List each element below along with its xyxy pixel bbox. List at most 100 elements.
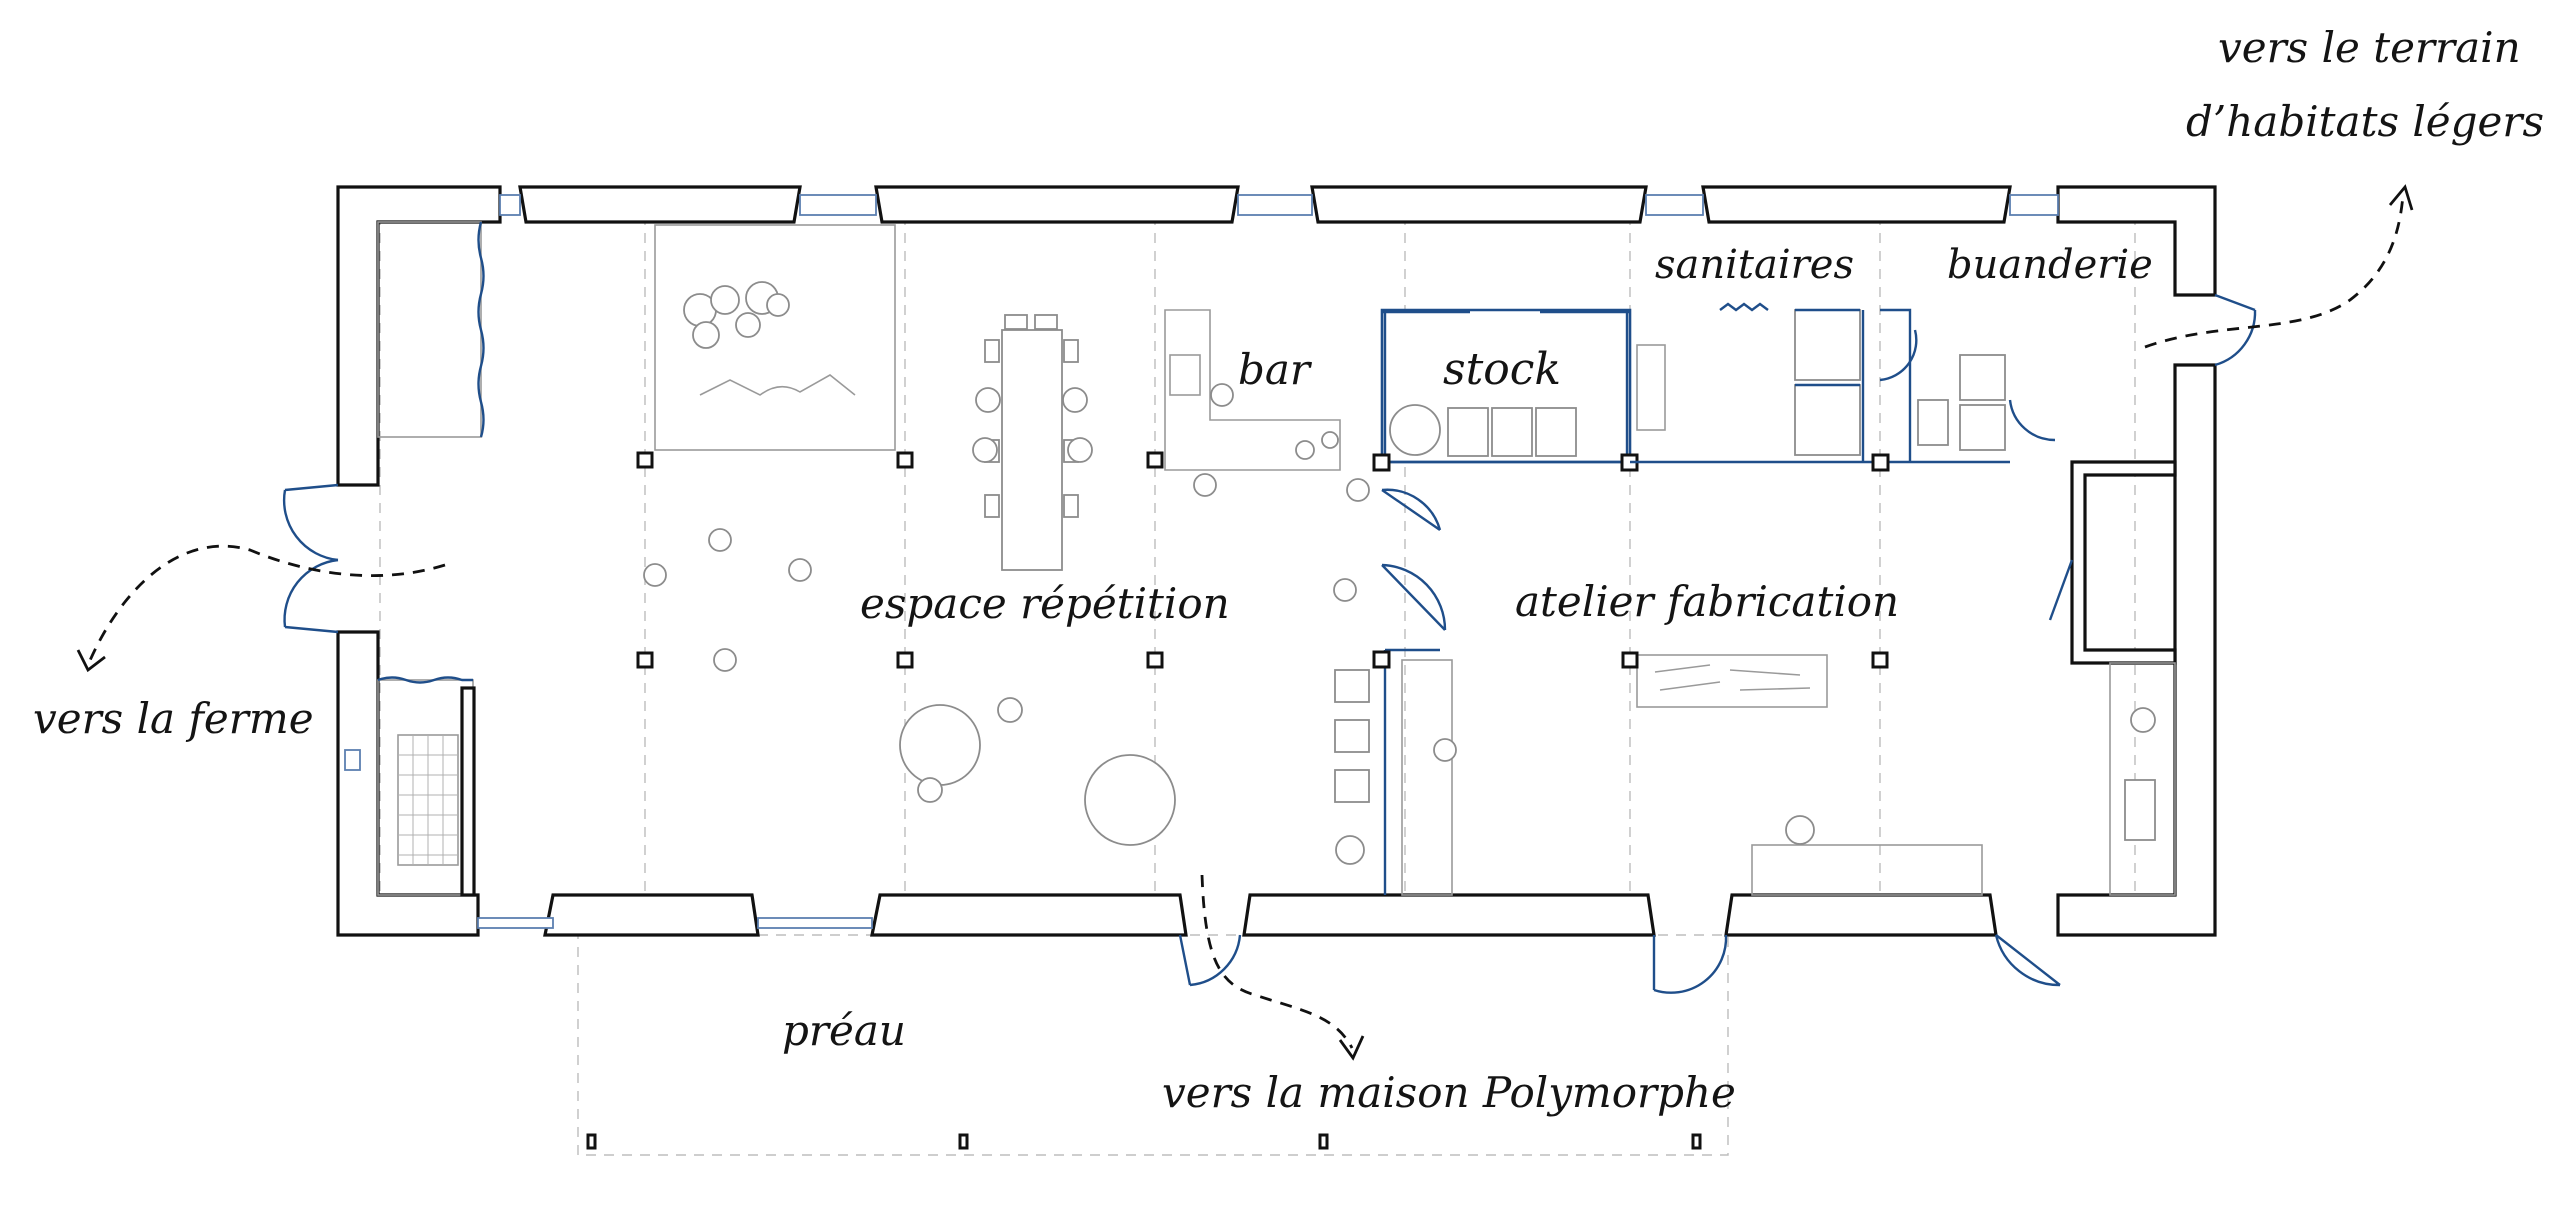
wall-segment [543,893,760,937]
east-block [2048,460,2177,896]
person [1785,815,1815,845]
room-label-bar: bar [1238,345,1313,394]
arrow-path-ferme [86,544,446,666]
sink [1169,354,1201,396]
cable [699,374,856,396]
curtain [477,221,485,438]
stool [1334,719,1370,753]
structural-grid [379,215,2136,895]
crate [1535,407,1577,457]
west-frames [377,221,485,897]
bar-counter [1164,309,1341,471]
person [788,558,812,582]
low-wall [460,686,476,897]
barrel [1389,404,1441,456]
doors [282,293,2257,994]
door-south-3 [1994,934,2061,987]
door-west-lower [283,558,339,634]
door-sanitaire [1879,329,1918,382]
wall-northeast [2056,185,2217,297]
person [1210,383,1234,407]
closet-door [2048,559,2074,621]
wall-southwest [336,630,480,937]
room-label-buanderie: buanderie [1947,242,2153,288]
wall-segment [1701,185,2012,224]
direction-label-ferme: vers la ferme [33,694,314,743]
curtain [377,676,473,684]
kitchen-counter [2109,662,2176,896]
long-table [1001,329,1063,571]
door-south-1 [1178,934,1242,987]
person [997,697,1023,723]
atelier-furniture [1334,648,1983,896]
wall-segment [518,185,802,224]
person [917,777,943,803]
labels: espace répétition bar stock sanitaires b… [33,23,2544,1117]
arrowhead [76,649,106,673]
door-buanderie [2008,399,2056,442]
room-label-preau: préau [782,1006,906,1055]
shower [1794,384,1861,456]
hob [2130,707,2156,733]
rehearsal-furniture [643,224,1176,846]
plant [1335,835,1365,865]
chair [984,339,1000,363]
washing-machine [1959,354,2006,401]
wall-segment [870,893,1188,937]
preau-outline [577,934,1729,1156]
stock-room [1372,308,1639,472]
person [1062,387,1088,413]
wall-segment [1310,185,1648,224]
sanitaires-buanderie [1630,302,2056,472]
wall-segment [1242,893,1656,937]
chair [1063,339,1079,363]
stool [1334,669,1370,703]
direction-label-terrain-line2: d’habitats légers [2186,97,2544,146]
chair [1063,494,1079,518]
preau-post [1318,1133,1329,1150]
preau-post [586,1133,597,1150]
door-south-2 [1652,934,1728,994]
circulation-arrows [76,184,2414,1061]
door-atelier [1381,563,1447,631]
room-label-stock: stock [1443,344,1561,395]
direction-label-maison: vers la maison Polymorphe [1162,1068,1736,1117]
chair [1004,314,1028,330]
pillar [1372,650,1391,669]
stool [1334,769,1370,803]
room-label-sanitaires: sanitaires [1655,242,1854,288]
person [1346,478,1370,502]
round-table [899,704,981,786]
preau-post [958,1133,969,1150]
door-east [2214,293,2257,367]
toilet [1917,399,1949,446]
room-label-atelier-fabrication: atelier fabrication [1515,577,1899,626]
person [643,563,667,587]
bench [1751,844,1983,896]
person [708,528,732,552]
arrowhead [1338,1035,1365,1061]
arrow-path-maison [1200,874,1354,1049]
door-west-upper [282,483,339,562]
pillar [1372,453,1391,472]
person [1193,473,1217,497]
windows [344,194,2059,929]
crate [1447,407,1489,457]
person [1433,738,1457,762]
wall-segment [874,185,1240,224]
person [1067,437,1093,463]
round-table [1084,754,1176,846]
sink [2124,779,2156,841]
pillars [636,451,1889,669]
preau-post [1691,1133,1702,1150]
person [975,387,1001,413]
chair [984,494,1000,518]
chair [1034,314,1058,330]
arrowhead [2388,184,2414,211]
arrow-path-terrain [2144,194,2405,349]
work-table [1636,654,1828,708]
wall-northwest [336,185,502,487]
wall-segment [1724,893,1998,937]
room-label-espace-repetition: espace répétition [860,579,1230,628]
